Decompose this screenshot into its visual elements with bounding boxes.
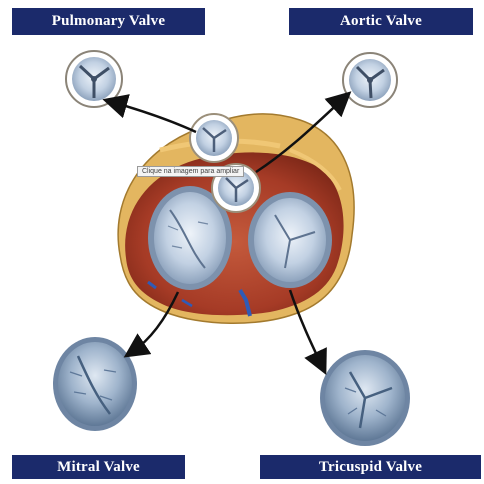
arrow-to-pulmonary bbox=[112, 102, 196, 132]
image-tooltip: Clique na imagem para ampliar bbox=[137, 166, 244, 177]
pulmonary-valve-icon bbox=[66, 51, 122, 107]
central-pulmonary-valve bbox=[190, 114, 238, 162]
tricuspid-valve-icon bbox=[320, 350, 410, 446]
central-tricuspid-valve bbox=[248, 192, 332, 288]
pulmonary-valve-label: Pulmonary Valve bbox=[12, 8, 205, 35]
mitral-valve-icon bbox=[53, 337, 137, 431]
aortic-valve-label: Aortic Valve bbox=[289, 8, 473, 35]
aortic-valve-icon bbox=[343, 53, 397, 107]
tricuspid-valve-label: Tricuspid Valve bbox=[260, 455, 481, 479]
mitral-valve-label: Mitral Valve bbox=[12, 455, 185, 479]
